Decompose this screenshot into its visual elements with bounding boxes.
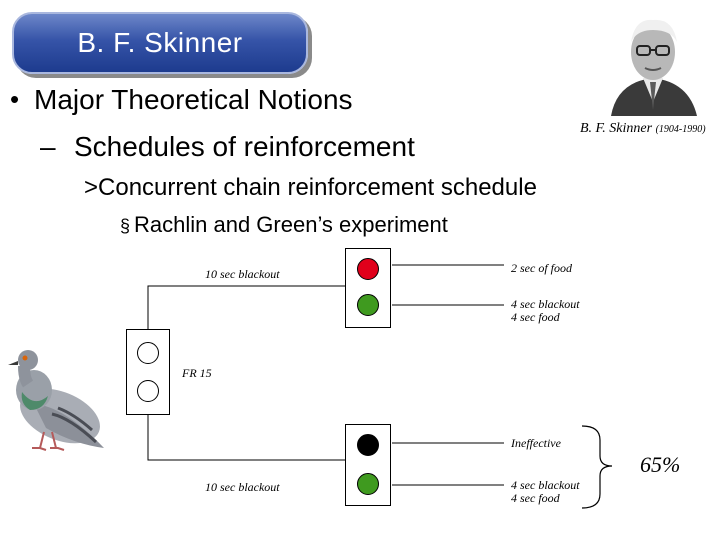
arrow-marker: >Concurrent chain reinforcement schedule [84, 174, 537, 202]
top-blackout-label: 10 sec blackout [205, 267, 280, 281]
top-green-outcome-label: 4 sec blackout 4 sec food [511, 298, 580, 324]
section-marker: § [120, 216, 131, 236]
arrow-marker-text: > [84, 174, 99, 201]
bullet-level-4: Rachlin and Green’s experiment [134, 212, 448, 237]
portrait-caption-name: B. F. Skinner [580, 121, 653, 136]
bullet-dot-icon: • [10, 84, 20, 114]
top-red-key [357, 258, 379, 280]
left-choice-key [137, 342, 159, 364]
fr-schedule-label: FR 15 [182, 366, 212, 380]
bottom-green-outcome-label: 4 sec blackout 4 sec food [511, 479, 580, 505]
right-choice-key [137, 380, 159, 402]
portrait-caption-years: (1904-1990) [655, 124, 706, 135]
top-branch-line [147, 285, 345, 329]
choice-key-panel [126, 329, 170, 415]
bottom-black-outcome-label: Ineffective [511, 436, 561, 450]
bottom-green-outcome-line2: 4 sec food [511, 491, 560, 505]
top-terminal-panel [345, 248, 391, 328]
preference-percentage: 65% [640, 452, 681, 477]
bullet-level-1: Major Theoretical Notions [34, 84, 353, 115]
bottom-green-key [357, 473, 379, 495]
top-green-outcome-line2: 4 sec food [511, 310, 560, 324]
bottom-blackout-label: 10 sec blackout [205, 480, 280, 494]
dash-marker: – [40, 131, 56, 162]
bottom-green-outcome-line1: 4 sec blackout [511, 478, 580, 492]
bottom-black-key [357, 434, 379, 456]
bottom-terminal-panel [345, 424, 391, 506]
title-banner: B. F. Skinner [12, 12, 308, 74]
top-green-outcome-line1: 4 sec blackout [511, 297, 580, 311]
top-red-outcome-label: 2 sec of food [511, 261, 572, 275]
portrait-caption: B. F. Skinner (1904-1990) [580, 121, 706, 137]
pigeon-image [8, 350, 104, 451]
top-green-key [357, 294, 379, 316]
outcome-brace-icon [581, 425, 613, 509]
bottom-branch-line [147, 414, 345, 461]
bullet-level-3: Concurrent chain reinforcement schedule [98, 174, 537, 201]
bullet-level-2: Schedules of reinforcement [74, 131, 415, 162]
skinner-portrait-image [597, 12, 709, 116]
slide-title: B. F. Skinner [77, 27, 243, 58]
